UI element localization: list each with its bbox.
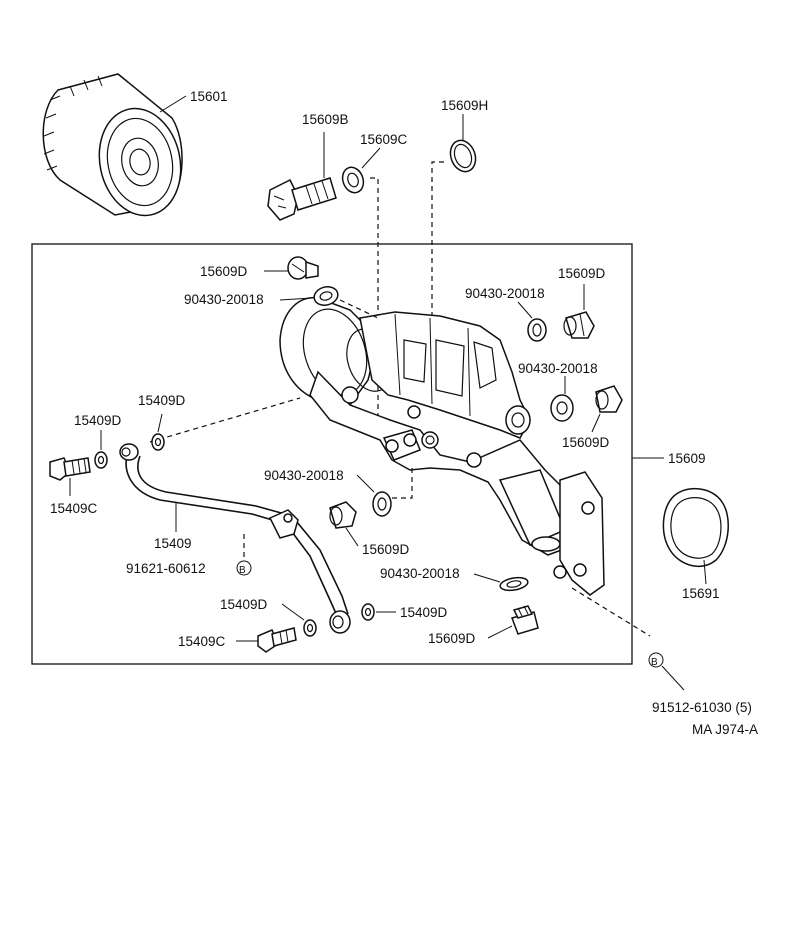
leader-seal [703, 559, 707, 585]
label-gasket-top-left: 90430-20018 [184, 292, 264, 307]
label-pipe-washer-a: 15409D [138, 393, 186, 408]
o-ring-top [449, 139, 477, 173]
leader-plug-center [345, 527, 359, 547]
leader-pipe-washer-a [157, 413, 163, 433]
leader-gasket-top-left [279, 297, 313, 301]
b-marker-clamp [236, 560, 252, 576]
b-marker-clamp-text: B [239, 565, 246, 576]
plug-bottom [511, 605, 539, 635]
pipe-washer-c [303, 619, 317, 637]
leader-gasket-top [361, 147, 381, 169]
label-o-ring: 15609H [441, 98, 488, 113]
gasket-top-right [527, 318, 547, 342]
label-gasket-center: 90430-20018 [264, 468, 344, 483]
dash-oring-to-housing [431, 161, 444, 318]
leader-gasket-center [356, 474, 375, 493]
b-marker-mount-text: B [651, 657, 658, 668]
label-pipe-washer-b: 15409D [74, 413, 122, 428]
leader-plug-bottom [487, 625, 513, 639]
label-pipe: 15409 [154, 536, 192, 551]
oil-filter [42, 73, 183, 217]
gasket-top [341, 166, 365, 194]
bracket-seal [662, 487, 729, 568]
plug-center [329, 501, 357, 529]
leader-plug-mid-right [591, 413, 601, 433]
label-gasket-top: 15609C [360, 132, 408, 147]
gasket-center [372, 491, 392, 517]
leader-pipe-washer-c [281, 603, 305, 621]
label-seal: 15691 [682, 586, 720, 601]
label-filter: 15601 [190, 89, 228, 104]
pipe-washer-b [94, 451, 108, 469]
pipe-bolt-top [49, 457, 91, 481]
pipe-bolt-bottom [257, 627, 297, 653]
leader-mount-bolt [661, 665, 685, 691]
label-plug-bottom: 15609D [428, 631, 476, 646]
leader-filter [159, 95, 187, 113]
dash-mount-bolt [571, 587, 651, 637]
label-plug-center: 15609D [362, 542, 410, 557]
leader-gasket-bottom [473, 573, 501, 583]
pipe-washer-a [151, 433, 165, 451]
label-clamp-bolt: 91621-60612 [126, 561, 206, 576]
union-bolt [267, 177, 337, 221]
label-mount-bolt: 91512-61030 (5) [652, 700, 752, 715]
filter-bracket-housing [279, 296, 605, 596]
label-plug-top-left: 15609D [200, 264, 248, 279]
label-pipe-washer-c: 15409D [220, 597, 268, 612]
label-gasket-mid-right: 90430-20018 [518, 361, 598, 376]
dash-gasket-top-left [339, 299, 379, 319]
b-marker-mount [648, 652, 664, 668]
pipe-washer-d [361, 603, 375, 621]
ref-code: MA J974-A [692, 722, 758, 737]
label-plug-mid-right: 15609D [562, 435, 610, 450]
gasket-top-left [313, 286, 339, 306]
oil-pipe [119, 443, 351, 634]
plug-mid-right [595, 385, 623, 413]
label-gasket-top-right: 90430-20018 [465, 286, 545, 301]
gasket-bottom [499, 576, 529, 592]
plug-top-left [287, 256, 319, 280]
label-union-bolt: 15609B [302, 112, 349, 127]
label-pipe-bolt-top: 15409C [50, 501, 98, 516]
gasket-mid-right [550, 394, 574, 422]
label-bracket-assy: 15609 [668, 451, 706, 466]
dash-gasket-center [392, 468, 413, 499]
label-pipe-bolt-bottom: 15409C [178, 634, 226, 649]
leader-gasket-top-right [517, 301, 533, 319]
label-plug-top-right: 15609D [558, 266, 606, 281]
dash-pipe-to-housing [149, 397, 301, 443]
assembly-frame [31, 243, 633, 665]
label-pipe-washer-d: 15409D [400, 605, 448, 620]
dash-gasket-to-housing [370, 177, 387, 441]
plug-top-right [563, 311, 595, 339]
label-gasket-bottom: 90430-20018 [380, 566, 460, 581]
